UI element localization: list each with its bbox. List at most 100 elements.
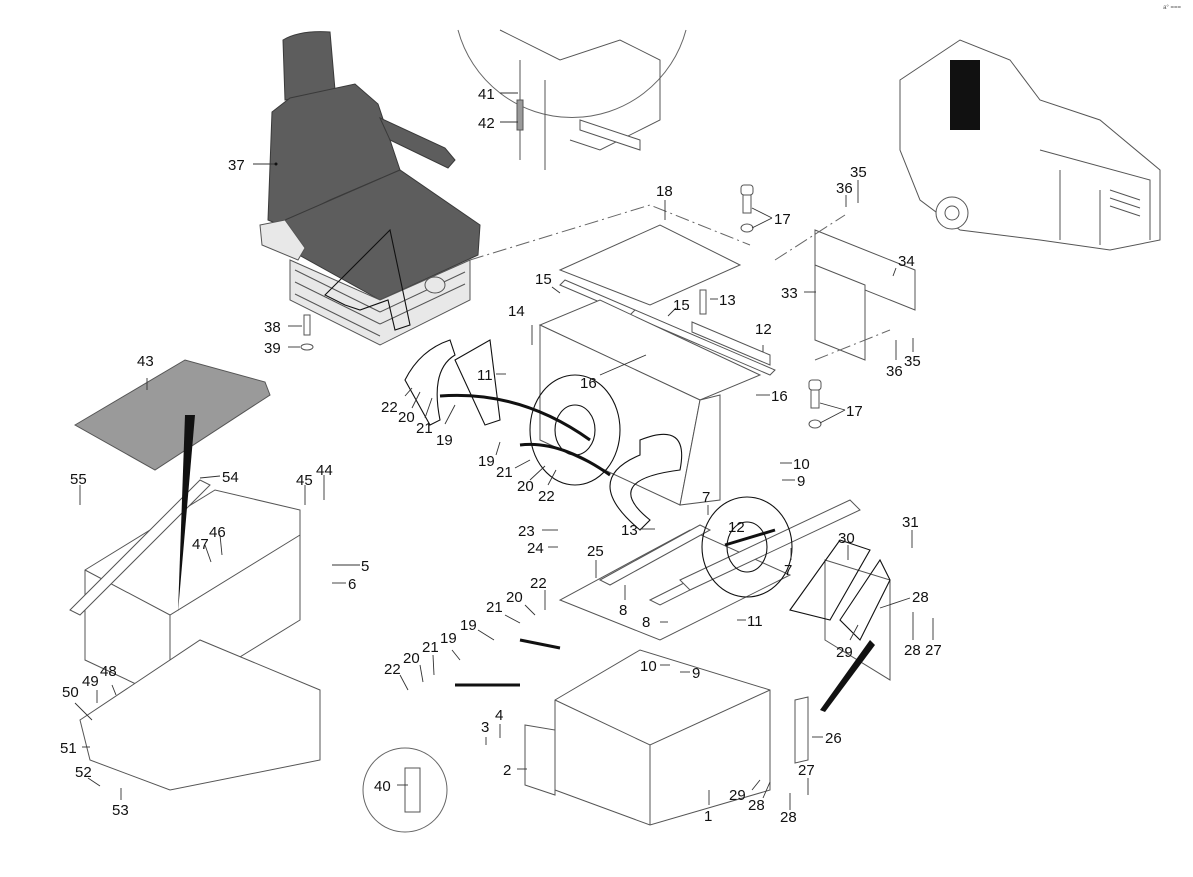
callout-40-text: 40 [374, 778, 391, 795]
plate-18 [469, 204, 751, 306]
callout-21a: 21 [416, 397, 433, 437]
callout-51: 51 [60, 740, 90, 757]
callout-22b: 22 [538, 469, 557, 505]
callout-55: 55 [70, 471, 87, 505]
callout-17b: 17 [819, 402, 863, 424]
callout-50: 50 [62, 684, 93, 721]
callout-10b-text: 10 [640, 658, 657, 675]
callout-21d: 21 [422, 639, 439, 676]
callout-31: 31 [902, 514, 919, 548]
callout-23: 23 [518, 523, 558, 540]
callout-53-text: 53 [112, 802, 129, 819]
machine-overview-image [899, 39, 1161, 251]
callout-15a: 15 [535, 271, 561, 294]
callout-14: 14 [508, 303, 533, 345]
detail-inset-spring [457, 29, 687, 170]
callout-52: 52 [75, 764, 101, 787]
callout-3: 3 [481, 719, 489, 745]
callout-29a: 29 [836, 624, 859, 661]
callout-15a-text: 15 [535, 271, 552, 288]
callout-46: 46 [209, 524, 226, 556]
callout-22a-text: 22 [381, 399, 398, 416]
callout-41-text: 41 [478, 86, 495, 103]
callout-21c: 21 [486, 599, 521, 624]
callout-39-text: 39 [264, 340, 281, 357]
callout-12a-text: 12 [755, 321, 772, 338]
callout-44: 44 [316, 462, 333, 500]
callout-45-text: 45 [296, 472, 313, 489]
callout-19a-text: 19 [436, 432, 453, 449]
callout-17a: 17 [751, 207, 791, 229]
callout-36b-text: 36 [886, 363, 903, 380]
callout-50-text: 50 [62, 684, 79, 701]
callout-20b-text: 20 [517, 478, 534, 495]
callout-28d: 28 [780, 793, 797, 826]
callout-34-text: 34 [898, 253, 915, 270]
callout-36a-text: 36 [836, 180, 853, 197]
callout-12a: 12 [755, 321, 772, 352]
callout-21c-text: 21 [486, 599, 503, 616]
callout-4-text: 4 [495, 707, 503, 724]
callout-16a: 16 [580, 354, 647, 392]
callout-19b: 19 [478, 441, 501, 470]
callout-48: 48 [100, 663, 117, 696]
callout-24: 24 [527, 540, 558, 557]
callout-14-text: 14 [508, 303, 525, 320]
callout-22c: 22 [530, 575, 547, 610]
callout-3-text: 3 [481, 719, 489, 736]
callout-24-text: 24 [527, 540, 544, 557]
callout-35a-text: 35 [850, 164, 867, 181]
callout-28c: 28 [748, 781, 771, 814]
callout-20d-text: 20 [403, 650, 420, 667]
callout-29a-text: 29 [836, 644, 853, 661]
callout-46-text: 46 [209, 524, 226, 541]
callout-1: 1 [704, 790, 712, 825]
callout-11b-text: 11 [747, 613, 763, 630]
callout-15b-text: 15 [673, 297, 690, 314]
callout-55-text: 55 [70, 471, 87, 488]
battery-box [69, 359, 321, 791]
callout-19c-text: 19 [460, 617, 477, 634]
callout-5: 5 [332, 558, 369, 575]
callout-30-text: 30 [838, 530, 855, 547]
callout-28b-text: 28 [904, 642, 921, 659]
callout-22d: 22 [384, 661, 409, 691]
callout-16b-text: 16 [771, 388, 788, 405]
callout-10a: 10 [780, 456, 810, 473]
callout-38-text: 38 [264, 319, 281, 336]
callout-11a-text: 11 [477, 367, 493, 384]
callout-13a: 13 [710, 292, 736, 309]
callout-26-text: 26 [825, 730, 842, 747]
callout-37-text: 37 [228, 157, 245, 174]
callout-8a: 8 [619, 585, 627, 619]
callout-47-text: 47 [192, 536, 209, 553]
callout-6: 6 [332, 576, 356, 593]
callout-28d-text: 28 [780, 809, 797, 826]
callout-28b: 28 [904, 612, 921, 659]
callout-42-text: 42 [478, 115, 495, 132]
callout-2-text: 2 [503, 762, 511, 779]
callout-35b-text: 35 [904, 353, 921, 370]
callout-29b-text: 29 [729, 787, 746, 804]
callout-34: 34 [892, 253, 915, 277]
callout-19d-text: 19 [440, 630, 457, 647]
callout-10a-text: 10 [793, 456, 810, 473]
callout-15b: 15 [667, 297, 690, 317]
callout-39: 39 [264, 340, 300, 357]
seat-assembly [259, 31, 481, 346]
callout-49-text: 49 [82, 673, 99, 690]
callout-20b: 20 [517, 465, 546, 495]
cable-front-a [519, 638, 561, 650]
callout-27b-text: 27 [798, 762, 815, 779]
callout-48-text: 48 [100, 663, 117, 680]
callout-2: 2 [503, 762, 527, 779]
callout-5-text: 5 [361, 558, 369, 575]
callout-7a: 7 [702, 489, 710, 515]
callout-27b: 27 [798, 762, 815, 795]
bolt-38 [300, 314, 314, 351]
callout-28a: 28 [879, 589, 929, 609]
corner-mark: a° === [1163, 5, 1181, 11]
slide-rails [538, 279, 776, 506]
callout-9a: 9 [782, 473, 805, 490]
